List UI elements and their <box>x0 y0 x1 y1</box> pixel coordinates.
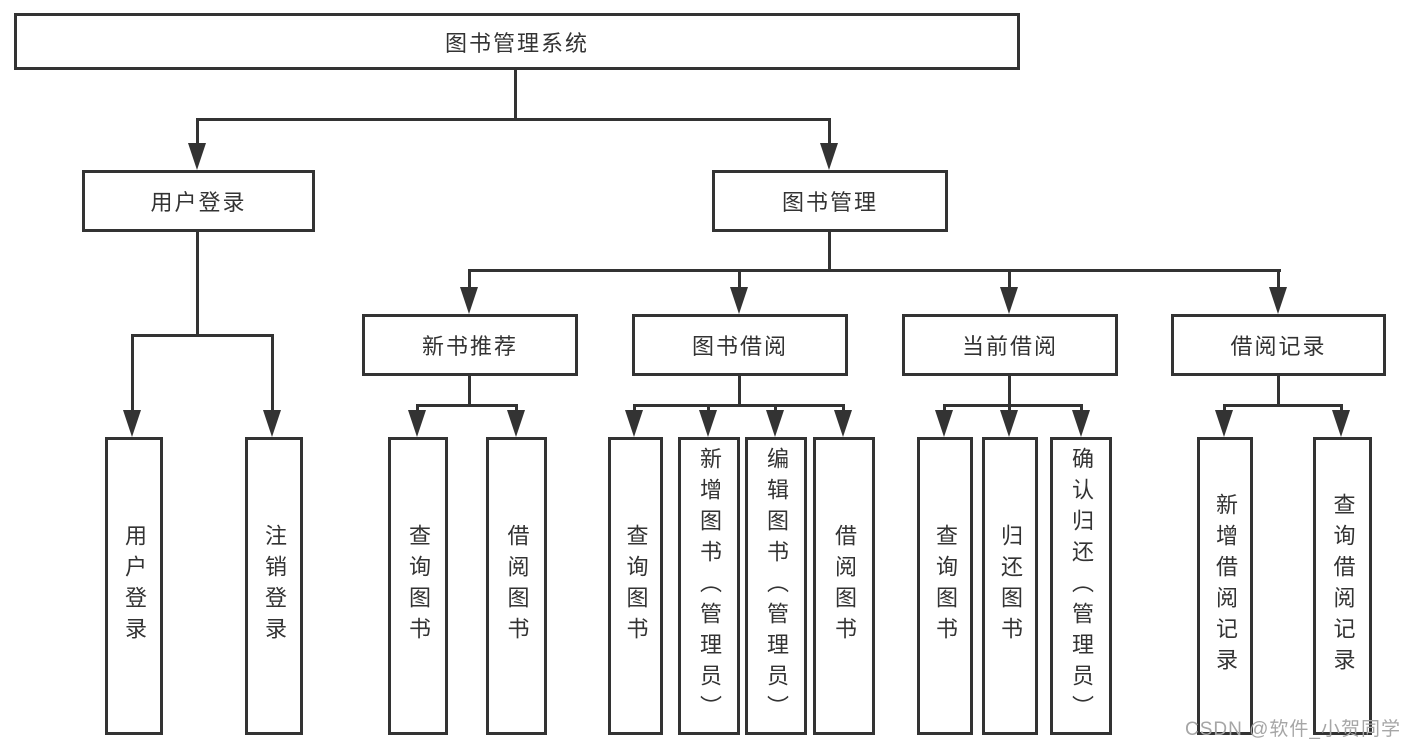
leaf-label: 新增借阅记录 <box>1213 493 1238 679</box>
arrow-down-icon <box>1000 410 1018 437</box>
connector-drop <box>271 334 274 414</box>
arrow-down-icon <box>730 287 748 314</box>
arrow-down-icon <box>263 410 281 437</box>
arrow-down-icon <box>460 287 478 314</box>
leaf-logout: 注销登录 <box>245 437 303 735</box>
leaf-label: 新增图书（管理员） <box>697 446 722 726</box>
node-system-root: 图书管理系统 <box>14 13 1020 70</box>
arrow-down-icon <box>625 410 643 437</box>
connector-bar <box>634 404 845 407</box>
connector-drop <box>738 269 741 293</box>
node-book-management: 图书管理 <box>712 170 948 232</box>
connector-stem <box>738 376 741 407</box>
arrow-down-icon <box>935 410 953 437</box>
arrow-down-icon <box>1332 410 1350 437</box>
connector-bookmgmt-stem <box>828 232 831 272</box>
leaf-label: 借阅图书 <box>832 524 857 648</box>
connector-drop <box>842 404 845 414</box>
leaf-label: 编辑图书（管理员） <box>764 446 789 726</box>
connector-userlogin-stem <box>196 232 199 337</box>
arrow-down-icon <box>820 143 838 170</box>
arrow-down-icon <box>699 410 717 437</box>
leaf-label: 查询图书 <box>623 524 649 648</box>
connector-bar <box>417 404 518 407</box>
connector-stem <box>1277 376 1280 407</box>
leaf-label: 借阅图书 <box>504 524 530 648</box>
leaf-label: 查询借阅记录 <box>1330 493 1356 679</box>
node-book-borrow: 图书借阅 <box>632 314 848 376</box>
connector-bar <box>1224 404 1343 407</box>
connector-drop <box>468 269 471 293</box>
leaf-query-books-recommend: 查询图书 <box>388 437 448 735</box>
leaf-confirm-return-admin: 确认归还（管理员） <box>1050 437 1112 735</box>
connector-stem <box>1008 376 1011 414</box>
connector-userlogin-bar <box>132 334 274 337</box>
connector-drop <box>515 404 518 414</box>
leaf-edit-books-admin: 编辑图书（管理员） <box>745 437 807 735</box>
arrow-down-icon <box>188 143 206 170</box>
leaf-query-borrow-record: 查询借阅记录 <box>1313 437 1372 735</box>
connector-bookmgmt-bar <box>469 269 1281 272</box>
connector-drop <box>416 404 419 414</box>
leaf-label: 注销登录 <box>262 524 287 648</box>
node-new-book-recommend: 新书推荐 <box>362 314 578 376</box>
leaf-query-books-borrow: 查询图书 <box>608 437 663 735</box>
leaf-query-books-current: 查询图书 <box>917 437 973 735</box>
leaf-return-books: 归还图书 <box>982 437 1038 735</box>
arrow-down-icon <box>766 410 784 437</box>
leaf-add-borrow-record: 新增借阅记录 <box>1197 437 1253 735</box>
leaf-borrow-books-recommend: 借阅图书 <box>486 437 547 735</box>
connector-drop-user-login <box>196 118 199 148</box>
connector-root-bar <box>197 118 831 121</box>
arrow-down-icon <box>408 410 426 437</box>
node-current-borrow: 当前借阅 <box>902 314 1118 376</box>
connector-drop <box>633 404 636 414</box>
connector-drop <box>774 404 777 414</box>
node-borrow-records: 借阅记录 <box>1171 314 1386 376</box>
connector-drop-book-mgmt <box>828 118 831 148</box>
leaf-user-login: 用户登录 <box>105 437 163 735</box>
connector-drop <box>943 404 946 414</box>
connector-drop <box>1340 404 1343 414</box>
arrow-down-icon <box>123 410 141 437</box>
leaf-label: 确认归还（管理员） <box>1069 446 1094 726</box>
leaf-add-books-admin: 新增图书（管理员） <box>678 437 740 735</box>
leaf-label: 归还图书 <box>998 524 1023 648</box>
leaf-label: 用户登录 <box>122 524 147 648</box>
leaf-label: 查询图书 <box>933 524 958 648</box>
connector-root-stem <box>514 70 517 120</box>
arrow-down-icon <box>1000 287 1018 314</box>
arrow-down-icon <box>507 410 525 437</box>
connector-drop <box>1080 404 1083 414</box>
connector-drop <box>1223 404 1226 414</box>
leaf-label: 查询图书 <box>406 524 431 648</box>
connector-drop <box>1277 269 1280 293</box>
connector-drop <box>1008 269 1011 293</box>
connector-drop <box>707 404 710 414</box>
arrow-down-icon <box>1072 410 1090 437</box>
leaf-borrow-books: 借阅图书 <box>813 437 875 735</box>
arrow-down-icon <box>1215 410 1233 437</box>
arrow-down-icon <box>834 410 852 437</box>
node-user-login: 用户登录 <box>82 170 315 232</box>
connector-drop <box>131 334 134 414</box>
csdn-watermark: CSDN @软件_小贺同学 <box>1185 719 1401 740</box>
arrow-down-icon <box>1269 287 1287 314</box>
connector-bar <box>944 404 1083 407</box>
connector-stem <box>468 376 471 407</box>
